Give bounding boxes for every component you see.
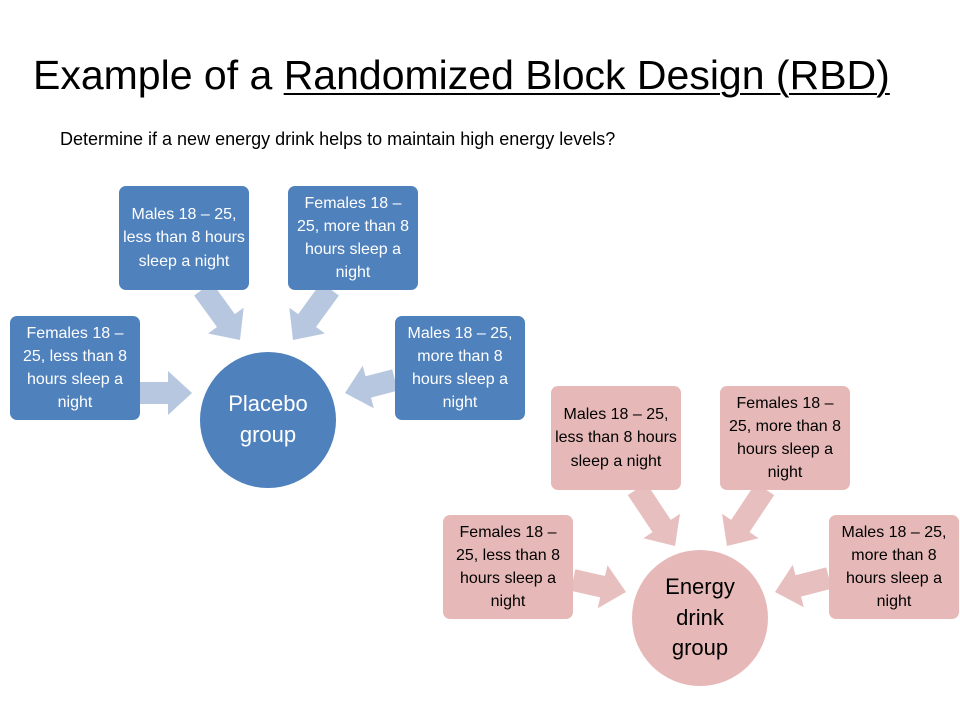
placebo-block-females-more-8h: Females 18 – 25, more than 8 hours sleep… (288, 186, 418, 290)
placebo-block-males-less-8h: Males 18 – 25, less than 8 hours sleep a… (119, 186, 249, 290)
energy-block-females-more-8h: Females 18 – 25, more than 8 hours sleep… (720, 386, 850, 490)
arrow-energy-from-males-less-8h (627, 482, 680, 546)
hub-label: Energy drink group (665, 573, 735, 661)
block-label: Females 18 – 25, less than 8 hours sleep… (455, 523, 561, 611)
placebo-arrows (140, 282, 398, 415)
block-label: Males 18 – 25, less than 8 hours sleep a… (123, 206, 245, 270)
block-label: Females 18 – 25, more than 8 hours sleep… (728, 394, 842, 482)
arrow-energy-from-males-more-8h (775, 564, 832, 608)
arrow-placebo-from-males-less-8h (194, 282, 244, 340)
hub-label: Placebo group (228, 391, 308, 447)
block-label: Males 18 – 25, less than 8 hours sleep a… (555, 406, 677, 470)
block-label: Females 18 – 25, more than 8 hours sleep… (296, 194, 410, 282)
slide-title: Example of a Randomized Block Design (RB… (33, 52, 890, 99)
placebo-block-females-less-8h: Females 18 – 25, less than 8 hours sleep… (10, 316, 140, 420)
energy-block-males-more-8h: Males 18 – 25, more than 8 hours sleep a… (829, 515, 959, 619)
arrow-energy-from-females-more-8h (722, 482, 775, 546)
block-label: Males 18 – 25, more than 8 hours sleep a… (407, 324, 513, 412)
title-prefix: Example of a (33, 52, 284, 98)
slide-subtitle: Determine if a new energy drink helps to… (60, 129, 616, 149)
arrow-placebo-from-females-more-8h (289, 282, 339, 340)
placebo-block-males-more-8h: Males 18 – 25, more than 8 hours sleep a… (395, 316, 525, 420)
energy-block-males-less-8h: Males 18 – 25, less than 8 hours sleep a… (551, 386, 681, 490)
title-underlined: Randomized Block Design (RBD) (283, 52, 890, 98)
energy-drink-group-hub: Energy drink group (632, 550, 768, 686)
energy-arrows (570, 482, 832, 609)
energy-block-females-less-8h: Females 18 – 25, less than 8 hours sleep… (443, 515, 573, 619)
arrow-placebo-from-females-less-8h (140, 371, 192, 415)
block-label: Females 18 – 25, less than 8 hours sleep… (22, 324, 128, 412)
arrow-energy-from-females-less-8h (570, 565, 626, 609)
block-label: Males 18 – 25, more than 8 hours sleep a… (841, 523, 947, 611)
placebo-group-hub: Placebo group (200, 352, 336, 488)
arrow-placebo-from-males-more-8h (345, 365, 398, 409)
